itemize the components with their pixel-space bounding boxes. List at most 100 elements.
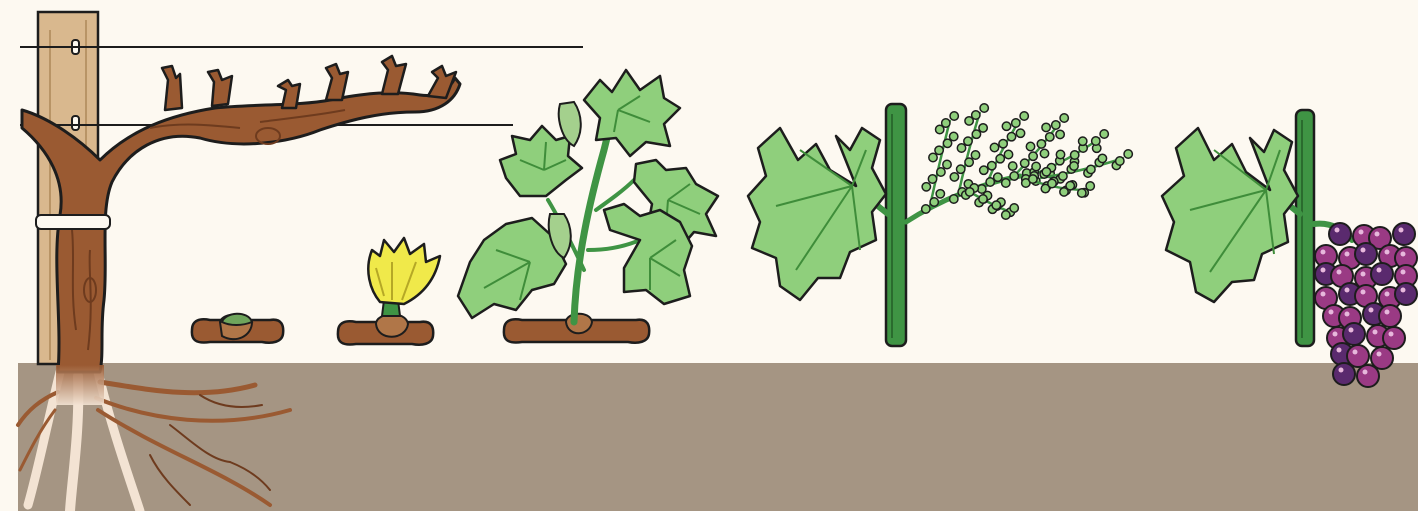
berry-highlight — [1329, 310, 1334, 315]
flower-bud — [1124, 150, 1132, 158]
flower-bud — [929, 153, 937, 161]
flower-bud — [950, 173, 958, 181]
berry-highlight — [1345, 312, 1350, 317]
grape-berry — [1343, 323, 1365, 345]
berry-highlight — [1389, 332, 1394, 337]
berry-highlight — [1361, 248, 1366, 253]
berry-highlight — [1373, 330, 1378, 335]
flower-bud — [972, 130, 980, 138]
grape-berry — [1357, 365, 1379, 387]
flower-bud — [957, 165, 965, 173]
flower-bud — [1016, 129, 1024, 137]
flower-bud — [1026, 142, 1034, 150]
flower-bud — [990, 143, 998, 151]
trunk-tie — [36, 215, 110, 229]
flower-bud — [943, 139, 951, 147]
flower-bud — [964, 137, 972, 145]
flower-bud — [996, 155, 1004, 163]
flower-bud — [1029, 175, 1037, 183]
berry-highlight — [1385, 310, 1390, 315]
flower-bud — [979, 124, 987, 132]
flower-bud — [1009, 162, 1017, 170]
grape-berry — [1371, 347, 1393, 369]
flower-bud — [928, 175, 936, 183]
flower-bud — [1040, 149, 1048, 157]
flower-bud — [1087, 165, 1095, 173]
berry-highlight — [1377, 268, 1382, 273]
flower-bud — [1020, 159, 1028, 167]
grape-berry — [1395, 283, 1417, 305]
flower-bud — [922, 205, 930, 213]
flower-bud — [965, 158, 973, 166]
berry-highlight — [1321, 292, 1326, 297]
berry-highlight — [1349, 328, 1354, 333]
flower-bud — [937, 168, 945, 176]
berry-highlight — [1361, 290, 1366, 295]
flower-bud — [1100, 130, 1108, 138]
flower-bud — [1086, 182, 1094, 190]
berry-highlight — [1377, 352, 1382, 357]
flower-bud — [1060, 114, 1068, 122]
grape-berry — [1333, 363, 1355, 385]
berry-highlight — [1369, 308, 1374, 313]
flower-bud — [935, 146, 943, 154]
flower-bud — [972, 111, 980, 119]
vine-stem — [1296, 110, 1314, 346]
flower-bud — [1048, 179, 1056, 187]
flower-bud — [988, 162, 996, 170]
berry-highlight — [1353, 350, 1358, 355]
flower-bud — [1052, 121, 1060, 129]
flower-bud — [1042, 123, 1050, 131]
soil-ground — [18, 363, 1418, 511]
flower-bud — [986, 178, 994, 186]
flower-bud — [1029, 152, 1037, 160]
flower-bud — [992, 201, 1000, 209]
flower-bud — [1010, 172, 1018, 180]
flower-bud — [994, 173, 1002, 181]
flower-bud — [950, 112, 958, 120]
flower-bud — [1002, 122, 1010, 130]
berry-highlight — [1339, 368, 1344, 373]
flower-bud — [966, 188, 974, 196]
flower-bud — [943, 160, 951, 168]
flower-bud — [1059, 172, 1067, 180]
flower-bud — [1078, 189, 1086, 197]
berry-highlight — [1361, 272, 1366, 277]
flower-bud — [936, 190, 944, 198]
grape-berry — [1329, 223, 1351, 245]
berry-highlight — [1363, 370, 1368, 375]
flower-bud — [922, 183, 930, 191]
flower-bud — [980, 166, 988, 174]
berry-highlight — [1321, 268, 1326, 273]
flower-bud — [980, 104, 988, 112]
flower-bud — [1042, 168, 1050, 176]
grape-berry — [1347, 345, 1369, 367]
berry-highlight — [1345, 288, 1350, 293]
flower-bud — [1002, 179, 1010, 187]
flower-bud — [1071, 151, 1079, 159]
flower-bud — [1056, 150, 1064, 158]
flower-bud — [957, 144, 965, 152]
flower-bud — [942, 119, 950, 127]
grape-berry — [1355, 243, 1377, 265]
flower-bud — [1116, 157, 1124, 165]
berry-highlight — [1401, 288, 1406, 293]
flower-bud — [1012, 119, 1020, 127]
flower-bud — [1004, 150, 1012, 158]
berry-highlight — [1335, 228, 1340, 233]
flower-bud — [1032, 162, 1040, 170]
berry-highlight — [1345, 252, 1350, 257]
vine-stem — [886, 104, 906, 346]
berry-highlight — [1399, 228, 1404, 233]
flower-bud — [1020, 112, 1028, 120]
berry-highlight — [1385, 250, 1390, 255]
flower-bud — [1002, 211, 1010, 219]
berry-highlight — [1337, 270, 1342, 275]
grape-berry — [1393, 223, 1415, 245]
flower-bud — [930, 198, 938, 206]
berry-highlight — [1337, 348, 1342, 353]
flower-bud — [1098, 154, 1106, 162]
berry-highlight — [1375, 232, 1380, 237]
flower-bud — [1066, 182, 1074, 190]
